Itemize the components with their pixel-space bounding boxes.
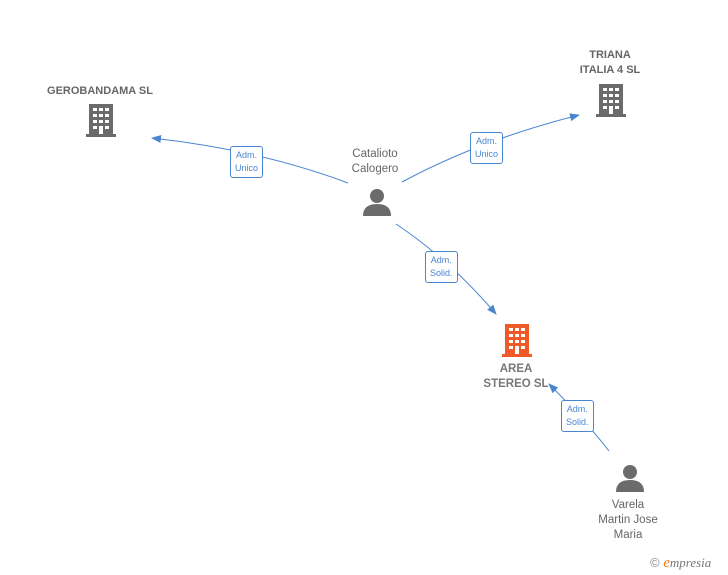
- person-name-line2[interactable]: Martin Jose: [598, 514, 658, 526]
- building-icon[interactable]: [502, 324, 532, 357]
- edge-label-varela-area: Adm. Solid.: [561, 400, 594, 432]
- role-line2: Solid.: [566, 417, 589, 427]
- company-label-triana[interactable]: TRIANA ITALIA 4 SL: [580, 48, 641, 78]
- company-name-line1[interactable]: TRIANA: [589, 49, 631, 61]
- edge-label-catalioto-triana: Adm. Unico: [470, 132, 504, 164]
- person-name-line2[interactable]: Calogero: [351, 163, 399, 175]
- company-label-area-stereo[interactable]: AREA STEREO SL: [483, 362, 548, 392]
- person-name-line1[interactable]: Varela: [611, 499, 645, 511]
- company-label-gerobandama[interactable]: GEROBANDAMA SL: [47, 84, 153, 99]
- person-name-line1[interactable]: Catalioto: [352, 148, 398, 160]
- role-line1: Adm.: [476, 136, 498, 146]
- role-line1: Adm.: [236, 150, 258, 160]
- brand-logo-e: e: [663, 555, 670, 571]
- company-name-line2[interactable]: STEREO SL: [483, 378, 549, 390]
- role-line2: Unico: [235, 163, 259, 173]
- edge-label-catalioto-gerobandama: Adm. Unico: [230, 146, 264, 178]
- role-line1: Adm.: [430, 255, 452, 265]
- company-name[interactable]: GEROBANDAMA SL: [47, 85, 153, 97]
- edge-label-catalioto-area: Adm. Solid.: [425, 251, 458, 283]
- company-name-line2[interactable]: ITALIA 4 SL: [579, 64, 641, 76]
- person-icon[interactable]: [363, 189, 391, 216]
- person-name-line3[interactable]: Maria: [613, 529, 643, 541]
- building-icon[interactable]: [86, 104, 116, 137]
- role-line1: Adm.: [566, 404, 588, 414]
- role-line2: Solid.: [430, 268, 453, 278]
- company-name-line1[interactable]: AREA: [499, 363, 533, 375]
- brand-watermark: © empresia: [650, 555, 711, 572]
- role-line2: Unico: [475, 149, 499, 159]
- building-icon[interactable]: [596, 84, 626, 117]
- person-label-catalioto[interactable]: Catalioto Calogero: [352, 147, 399, 177]
- person-label-varela[interactable]: Varela Martin Jose Maria: [598, 498, 657, 543]
- brand-logo-text: mpresia: [669, 555, 712, 570]
- person-icon[interactable]: [616, 465, 644, 492]
- copyright-icon: ©: [650, 555, 660, 570]
